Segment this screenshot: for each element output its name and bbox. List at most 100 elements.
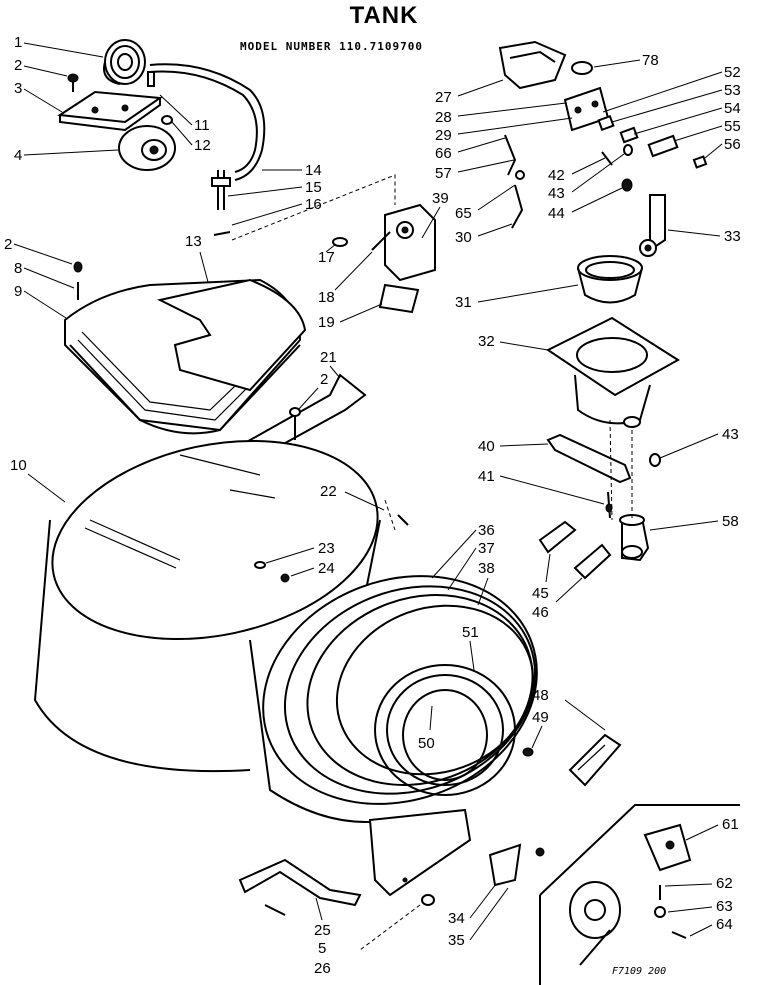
part-lower-shroud [368,808,472,897]
callout-46: 46 [532,604,549,621]
callout-64: 64 [716,916,733,933]
part-4-pulley [118,125,176,171]
part-39-switch [371,203,436,282]
callout-78: 78 [642,52,659,69]
callout-2c: 2 [320,371,328,388]
part-41-bolt [605,491,613,519]
callout-55: 55 [724,118,741,135]
model-number: MODEL NUMBER 110.7109700 [240,40,423,53]
hose-routing-line [231,174,396,241]
part-49-screw [522,747,534,757]
part-drive-pulley [569,881,621,966]
callout-3: 3 [14,80,22,97]
lead-48-line [564,699,606,731]
callout-2b: 2 [4,236,12,253]
callout-16: 16 [305,196,322,213]
callout-1: 1 [14,34,22,51]
part-44-clamp [621,178,633,192]
part-48-weight [568,733,622,787]
part-31-bellows [577,255,643,304]
callout-4: 4 [14,147,22,164]
callout-32: 32 [478,333,495,350]
part-15-part-16-tube [211,170,231,236]
callout-43a: 43 [548,185,565,202]
part-50-door-opening [402,689,488,781]
callout-19: 19 [318,314,335,331]
part-2-screw-c [289,407,301,440]
part-32-mount [546,316,680,428]
part-25-strap [238,858,362,916]
callout-13: 13 [185,233,202,250]
callout-34: 34 [448,910,465,927]
part-40-clamp-strap [546,433,632,484]
part-cabinet-corner [539,804,740,985]
part-58-elbow [619,514,650,562]
part-62-part-64-fasteners [654,885,687,939]
callout-57: 57 [435,165,452,182]
callout-38: 38 [478,560,495,577]
callout-27: 27 [435,89,452,106]
callout-39: 39 [432,190,449,207]
callout-10: 10 [10,457,27,474]
part-34-part-35-bracket [488,843,545,887]
callout-43b: 43 [722,426,739,443]
callout-31: 31 [455,294,472,311]
part-66-part-57-part-65-part-30-hoses [504,134,525,229]
callout-11: 11 [194,117,210,134]
part-2-screw [67,73,79,92]
part-61-motor [643,823,692,872]
callout-14: 14 [305,162,322,179]
callout-22: 22 [320,483,337,500]
callout-29: 29 [435,127,452,144]
part-19-pad [378,283,420,314]
part-45-weight [538,520,577,554]
part-33-hose [639,194,666,257]
callout-42: 42 [548,167,565,184]
part-51-gasket [374,664,516,796]
callout-15: 15 [305,179,322,196]
part-17-screw [332,237,348,247]
callout-54: 54 [724,100,741,117]
callout-37: 37 [478,540,495,557]
callout-56: 56 [724,136,741,153]
callout-26: 26 [314,960,331,977]
part-46-weight [573,543,612,580]
callout-36: 36 [478,522,495,539]
diagram-title: TANK [349,2,419,29]
part-52-part-56-connectors [597,114,708,169]
part-78-cap [571,61,593,75]
callout-50: 50 [418,735,435,752]
callout-9: 9 [14,283,22,300]
callout-52: 52 [724,64,741,81]
callout-44: 44 [548,205,565,222]
callout-45: 45 [532,585,549,602]
part-3-bracket [57,90,163,132]
callout-28: 28 [435,109,452,126]
callout-41: 41 [478,468,495,485]
callout-49: 49 [532,709,549,726]
callout-65: 65 [455,205,472,222]
callout-51: 51 [462,624,479,641]
callout-61: 61 [722,816,739,833]
callout-8: 8 [14,260,22,277]
callout-24: 24 [318,560,335,577]
part-26-screw [359,894,435,951]
callout-25: 25 [314,922,331,939]
part-10-outer-tank [33,439,381,773]
mount-axis-line [609,419,613,521]
part-2-screw-b [73,261,83,273]
callout-2: 2 [14,57,22,74]
part-23-part-24-fasteners [254,561,290,583]
part-43-bolt-b [649,453,661,467]
part-11-part-12-fasteners [147,71,173,125]
callout-18: 18 [318,289,335,306]
callout-62: 62 [716,875,733,892]
part-1-timer-motor [103,39,146,85]
callout-30: 30 [455,229,472,246]
part-13-lid [157,278,307,392]
part-42-part-43-fittings [601,144,633,166]
callout-58: 58 [722,513,739,530]
callout-33: 33 [724,228,741,245]
callout-63: 63 [716,898,733,915]
